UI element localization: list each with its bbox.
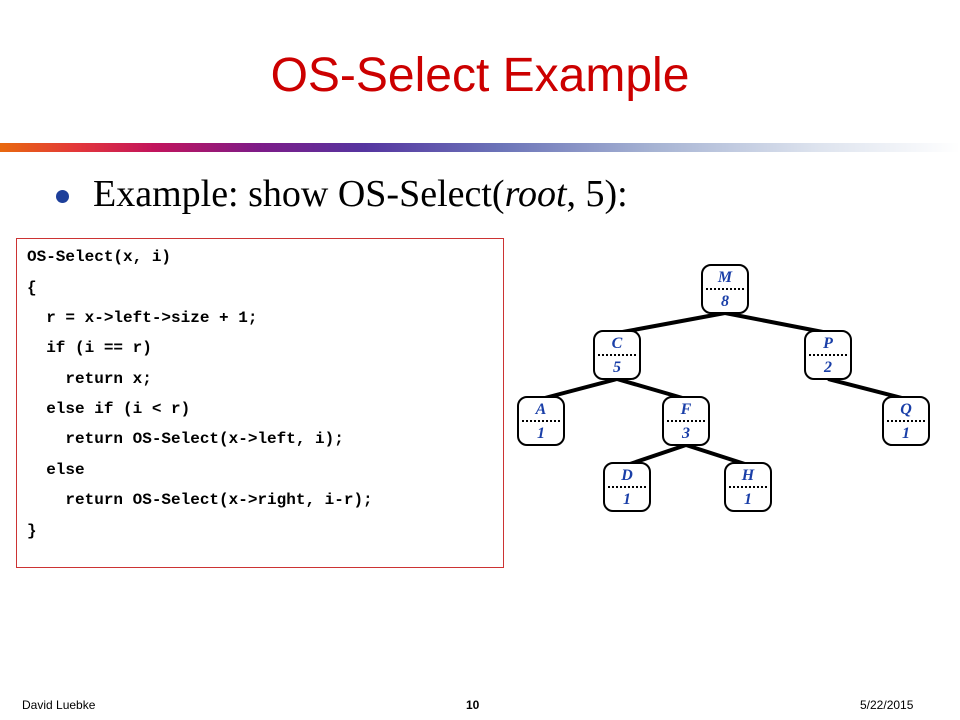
node-size: 1 [623, 491, 631, 508]
title-divider [0, 143, 960, 152]
tree-node-a: A 1 [517, 396, 565, 446]
code-line: return OS-Select(x->left, i); [27, 430, 344, 448]
tree-node-p: P 2 [804, 330, 852, 380]
code-line: else if (i < r) [27, 400, 191, 418]
node-size: 3 [681, 425, 690, 442]
tree-edge-c-a [540, 377, 618, 401]
node-key: D [620, 467, 633, 484]
code-line: return x; [27, 370, 152, 388]
code-line: else [27, 461, 85, 479]
tree-node-c: C 5 [593, 330, 641, 380]
code-line: return OS-Select(x->right, i-r); [27, 491, 373, 509]
bullet-suffix: , 5): [566, 173, 628, 215]
tree-node-h: H 1 [724, 462, 772, 512]
bullet-italic: root [504, 173, 567, 215]
node-key: Q [900, 401, 912, 418]
node-key: F [680, 401, 692, 418]
tree-edges [540, 311, 907, 467]
order-statistic-tree: M 8 C 5 P 2 A 1 F 3 Q 1 D 1 H [517, 264, 930, 512]
node-size: 1 [902, 425, 910, 442]
tree-node-d: D 1 [603, 462, 651, 512]
tree-edge-m-p [724, 311, 829, 335]
tree-edge-c-f [616, 377, 687, 401]
tree-edge-p-q [827, 377, 907, 401]
footer-date: 5/22/2015 [860, 698, 914, 712]
bullet-dot-icon [56, 189, 69, 203]
slide-title: OS-Select Example [270, 49, 690, 102]
code-line: { [27, 279, 37, 297]
node-key: P [822, 335, 833, 352]
tree-edge-f-h [685, 443, 749, 467]
node-size: 1 [537, 425, 545, 442]
node-key: A [535, 401, 547, 418]
bullet-text: Example: show OS-Select(root, 5): [93, 172, 628, 216]
node-size: 5 [613, 359, 621, 376]
footer-author: David Luebke [22, 698, 96, 712]
tree-edge-m-c [616, 311, 726, 335]
code-line: } [27, 522, 37, 540]
bullet-item: Example: show OS-Select(root, 5): [56, 172, 628, 216]
node-key: C [612, 335, 623, 352]
bullet-prefix: Example: show OS-Select( [93, 173, 505, 215]
node-key: H [741, 467, 755, 484]
tree-edge-f-d [626, 443, 687, 467]
code-line: OS-Select(x, i) [27, 248, 172, 266]
code-line: r = x->left->size + 1; [27, 309, 258, 327]
tree-node-q: Q 1 [882, 396, 930, 446]
node-size: 1 [744, 491, 752, 508]
tree-node-f: F 3 [662, 396, 710, 446]
node-size: 8 [721, 293, 729, 310]
node-key: M [717, 269, 733, 286]
footer-page-number: 10 [466, 698, 480, 712]
tree-node-m: M 8 [701, 264, 749, 314]
code-line: if (i == r) [27, 339, 152, 357]
node-size: 2 [823, 359, 832, 376]
code-box: OS-Select(x, i) { r = x->left->size + 1;… [16, 238, 504, 568]
